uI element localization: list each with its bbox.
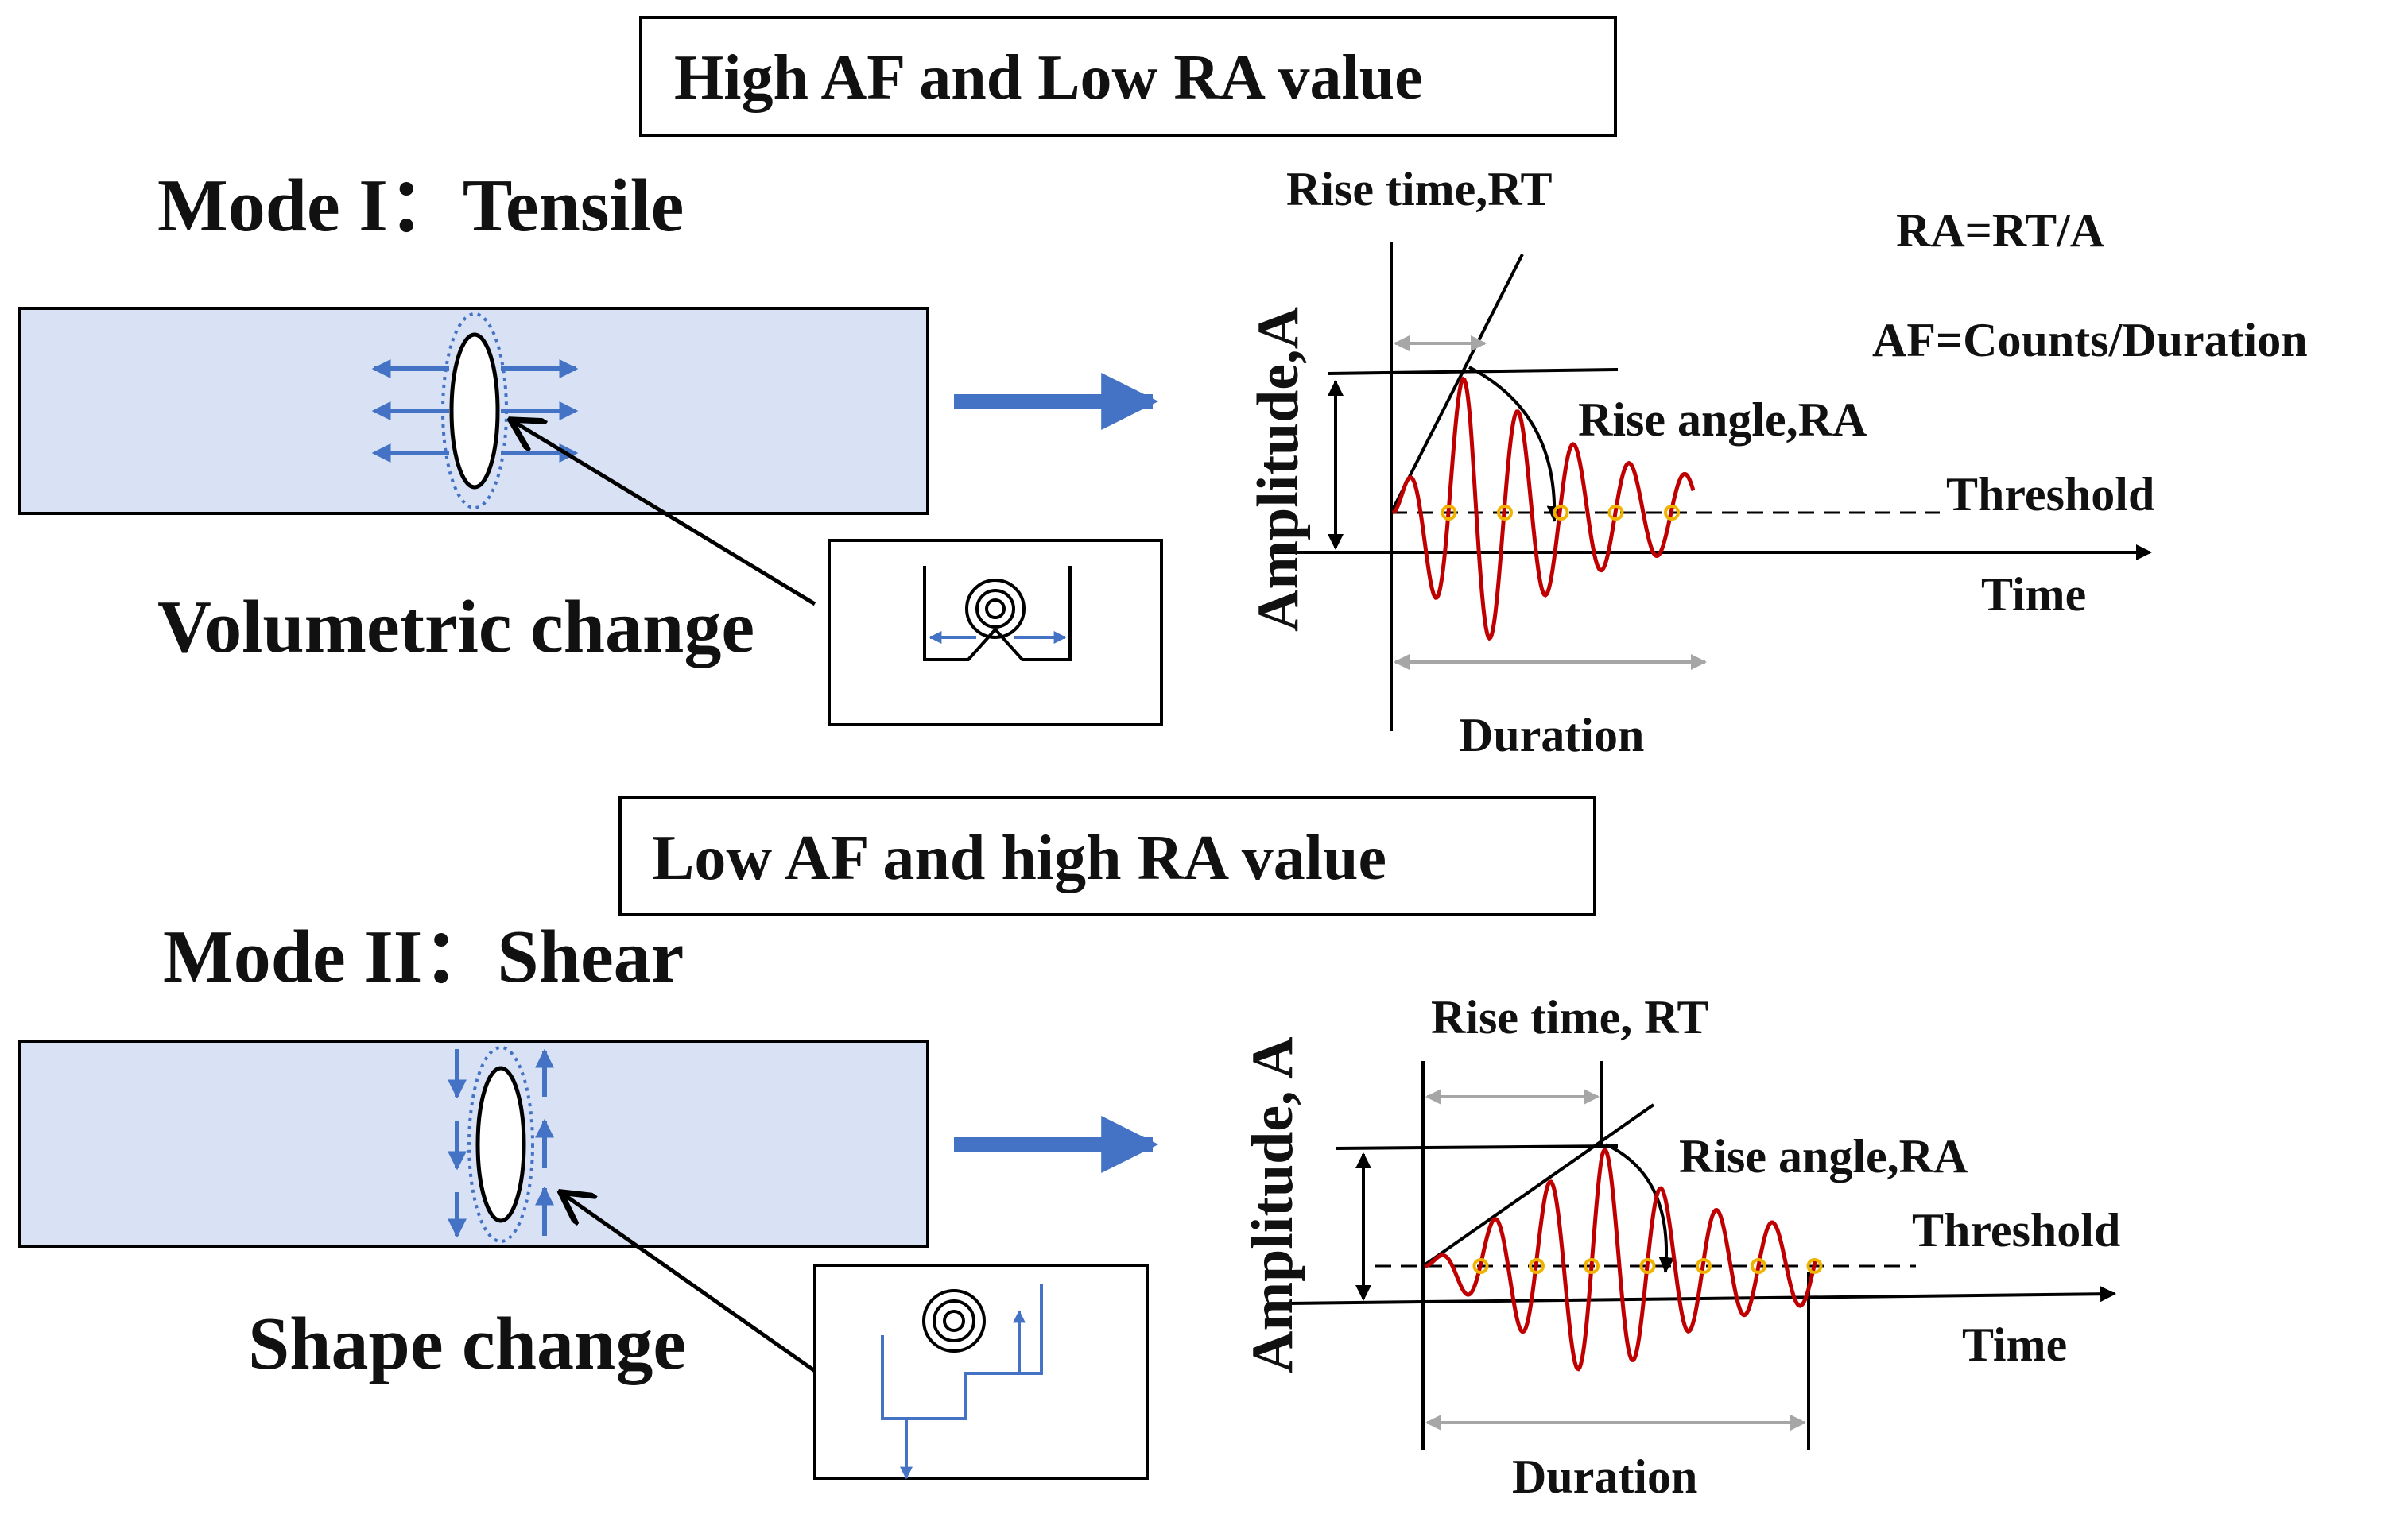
- bottom-title-box: [618, 796, 1596, 916]
- threshold-crossing-marker: [1607, 505, 1624, 521]
- mode-one-section: High AF and Low RA value Mode I：Tensile …: [18, 16, 2308, 761]
- threshold-crossing-marker: [1696, 1258, 1712, 1274]
- tensile-pointer-line: [510, 420, 816, 606]
- top-rise-angle-arc: [1468, 366, 1563, 522]
- shear-crack: [475, 1066, 526, 1223]
- threshold-crossing-marker: [1584, 1258, 1600, 1274]
- mode-one-label: Mode I：Tensile: [157, 165, 684, 247]
- threshold-crossing-marker: [1472, 1258, 1489, 1274]
- bottom-rise-angle-label: Rise angle,RA: [1679, 1130, 1968, 1183]
- top-duration-label: Duration: [1459, 709, 1644, 761]
- top-peak-line: [1327, 368, 1619, 375]
- bottom-peak-line: [1335, 1144, 1619, 1150]
- threshold-crossing-marker: [1441, 505, 1457, 521]
- ra-formula: RA=RT/A: [1896, 204, 2104, 257]
- threshold-crossing-marker: [1553, 505, 1569, 521]
- bottom-rise-time-label: Rise time, RT: [1431, 991, 1708, 1044]
- bottom-rise-line: [1421, 1103, 1655, 1268]
- tensile-inset-box: [828, 539, 1163, 726]
- threshold-crossing-marker: [1751, 1258, 1766, 1274]
- top-threshold-label: Threshold: [1946, 468, 2154, 521]
- shear-inset-icon: [881, 1284, 1043, 1480]
- top-title-text: High AF and Low RA value: [674, 43, 1423, 113]
- shear-arrows: [448, 1048, 554, 1238]
- tensile-crack: [449, 332, 500, 490]
- threshold-crossing-marker: [1806, 1258, 1823, 1274]
- bottom-rise-angle-arc: [1605, 1143, 1675, 1273]
- shape-change-label: Shape change: [248, 1303, 686, 1385]
- bottom-title-text: Low AF and high RA value: [652, 823, 1386, 893]
- bottom-time-axis: [1287, 1286, 2116, 1305]
- top-rise-time-label: Rise time,RT: [1286, 163, 1552, 215]
- tensile-arrows: [371, 359, 579, 463]
- threshold-crossing-marker: [1664, 505, 1680, 521]
- threshold-crossing-marker: [1529, 1258, 1545, 1274]
- top-rise-line: [1390, 254, 1524, 513]
- bottom-waveform-plot: Rise time, RT Amplitude, A Rise angle,RA…: [1240, 991, 2120, 1503]
- shear-specimen-bar: [18, 1040, 929, 1248]
- threshold-crossing-marker: [1497, 505, 1513, 521]
- threshold-crossing-marker: [1639, 1258, 1656, 1274]
- shear-crack-zone: [467, 1046, 534, 1243]
- volumetric-change-label: Volumetric change: [157, 586, 754, 668]
- top-time-label: Time: [1981, 568, 2086, 621]
- bottom-time-label: Time: [1962, 1318, 2067, 1371]
- top-y-axis-label: Amplitude,A: [1246, 307, 1311, 632]
- bottom-threshold-label: Threshold: [1912, 1204, 2120, 1257]
- mode-two-section: Low AF and high RA value Mode II：Shear S…: [18, 796, 2120, 1503]
- bottom-duration-label: Duration: [1512, 1450, 1697, 1503]
- top-rise-angle-label: Rise angle,RA: [1578, 393, 1867, 446]
- tensile-inset-icon: [923, 566, 1072, 661]
- bottom-waveform: [1424, 1147, 1818, 1372]
- bottom-y-axis-label: Amplitude, A: [1240, 1036, 1305, 1373]
- mode-two-label: Mode II：Shear: [163, 916, 684, 998]
- top-threshold-crossings: [1441, 505, 1680, 521]
- top-waveform-plot: Rise time,RT Amplitude,A Rise angle,RA T…: [1246, 163, 2308, 761]
- top-title-box: [639, 16, 1617, 137]
- top-waveform: [1392, 376, 1696, 641]
- af-formula: AF=Counts/Duration: [1872, 314, 2308, 366]
- bottom-threshold-crossings: [1472, 1258, 1823, 1274]
- shear-pointer-line: [560, 1192, 816, 1373]
